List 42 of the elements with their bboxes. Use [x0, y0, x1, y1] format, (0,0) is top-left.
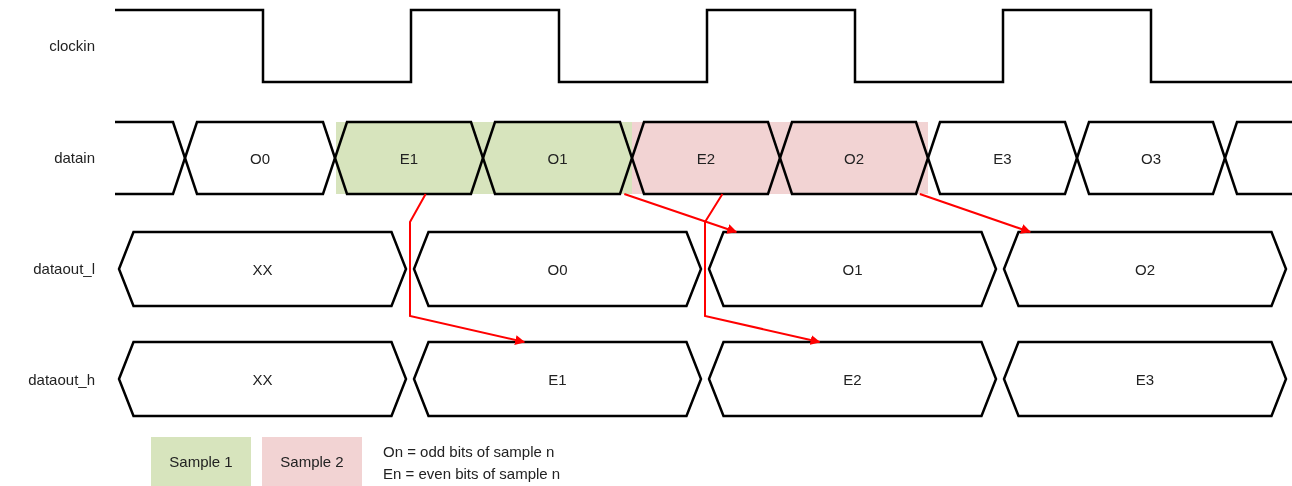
arrow [918, 193, 1032, 234]
arrow [409, 193, 526, 345]
data-cell [414, 232, 701, 306]
cell-label: O1 [547, 149, 568, 167]
cell-label: O1 [842, 260, 863, 278]
data-cell [185, 122, 335, 194]
data-cell [119, 232, 406, 306]
legend-swatch: Sample 2 [262, 437, 362, 486]
cell-label: E2 [696, 149, 716, 167]
cell-label: O0 [250, 149, 270, 167]
data-cell [1004, 232, 1286, 306]
signal-name: dataout_h [28, 371, 95, 388]
data-cell [414, 342, 701, 416]
data-cell [335, 122, 483, 194]
cell-label: O3 [1141, 149, 1161, 167]
signal-name: clockin [49, 37, 95, 54]
cell-label: O0 [547, 260, 568, 278]
data-cell [1004, 342, 1286, 416]
legend-note: En = even bits of sample n [383, 465, 561, 482]
data-cell [709, 232, 996, 306]
data-cell [1077, 122, 1225, 194]
cell-label: E2 [843, 370, 862, 388]
data-cell [709, 342, 996, 416]
cell-label: O2 [844, 149, 864, 167]
cell-label: E1 [399, 149, 419, 167]
legend-swatch: Sample 1 [151, 437, 251, 486]
signal-name: datain [54, 149, 95, 166]
data-cell [928, 122, 1077, 194]
cell-label: E3 [1135, 370, 1155, 388]
legend-note: On = odd bits of sample n [383, 443, 555, 460]
cell-label: O2 [1135, 260, 1155, 278]
cell-label: E1 [548, 370, 567, 388]
arrow [623, 193, 738, 234]
arrow [704, 193, 821, 345]
data-cell [632, 122, 780, 194]
data-cell [119, 342, 406, 416]
cell-label: E3 [993, 149, 1012, 167]
cell-label: XX [252, 260, 273, 278]
data-cell [483, 122, 632, 194]
signal-name: dataout_l [33, 260, 95, 277]
data-cell [780, 122, 928, 194]
cell-label: XX [252, 370, 273, 388]
